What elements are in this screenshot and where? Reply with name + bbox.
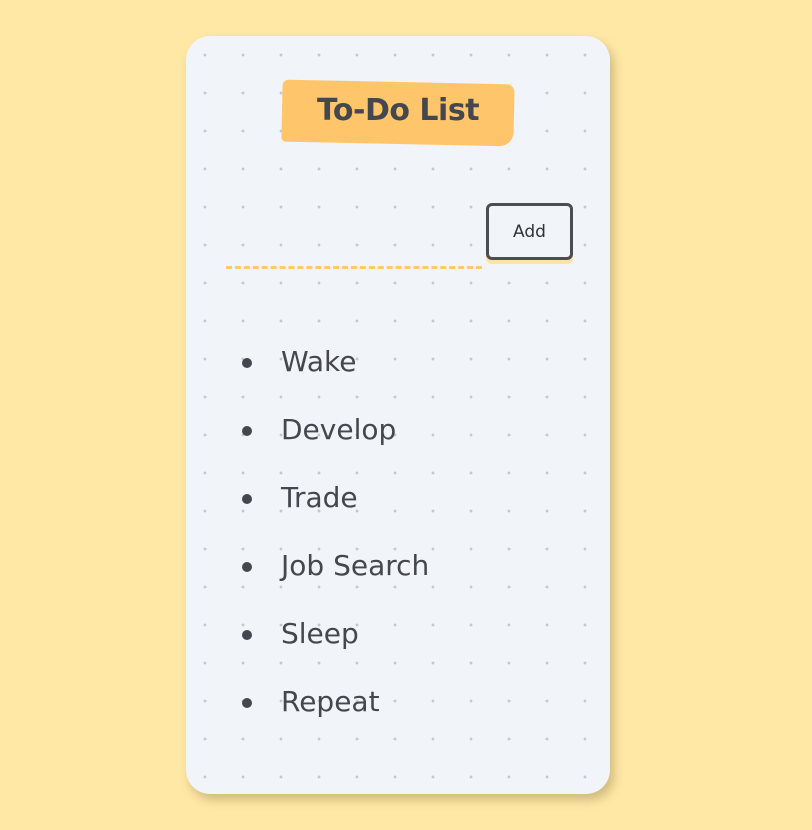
page-title: To-Do List	[316, 93, 480, 128]
title-banner: To-Do List	[281, 79, 515, 147]
task-label: Repeat	[281, 685, 380, 718]
task-label: Wake	[281, 345, 357, 378]
bullet-dot-icon	[242, 698, 252, 708]
bullet-dot-icon	[242, 426, 252, 436]
task-label: Job Search	[281, 549, 430, 582]
bullet-dot-icon	[242, 562, 252, 572]
task-label: Sleep	[281, 617, 359, 650]
add-task-button[interactable]: Add	[486, 203, 573, 260]
task-label: Develop	[281, 413, 397, 446]
bullet-dot-icon	[242, 494, 252, 504]
bullet-dot-icon	[242, 358, 252, 368]
new-task-input[interactable]	[226, 236, 482, 269]
bullet-dot-icon	[242, 630, 252, 640]
todo-card: To-Do List Add Wake Develop Trade Job Se…	[186, 36, 610, 794]
task-label: Trade	[281, 481, 358, 514]
